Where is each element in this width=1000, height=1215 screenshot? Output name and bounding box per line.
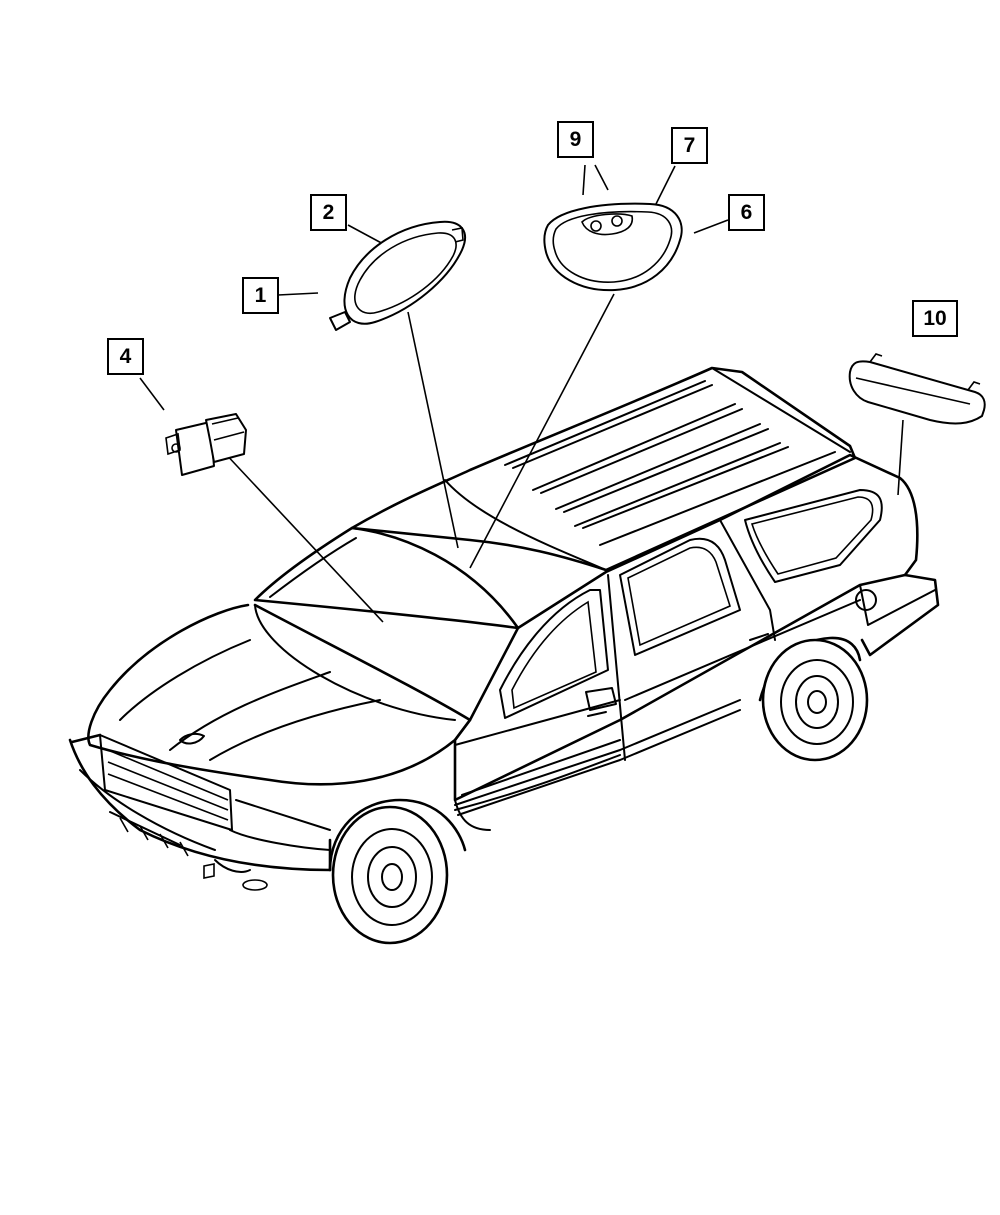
suv-body: [68, 366, 940, 945]
callout-6: 6: [728, 194, 765, 231]
callout-4: 4: [107, 338, 144, 375]
callout-9: 9: [557, 121, 594, 158]
switch-part: [165, 413, 247, 476]
callout-10: 10: [912, 300, 958, 337]
map-lamp-bezel-part: [543, 202, 683, 292]
leader-lines: [139, 164, 904, 623]
callout-1: 1: [242, 277, 279, 314]
cargo-lamp-part: [848, 353, 986, 425]
dome-lamp-part: [329, 220, 467, 331]
callout-7: 7: [671, 127, 708, 164]
callout-2: 2: [310, 194, 347, 231]
